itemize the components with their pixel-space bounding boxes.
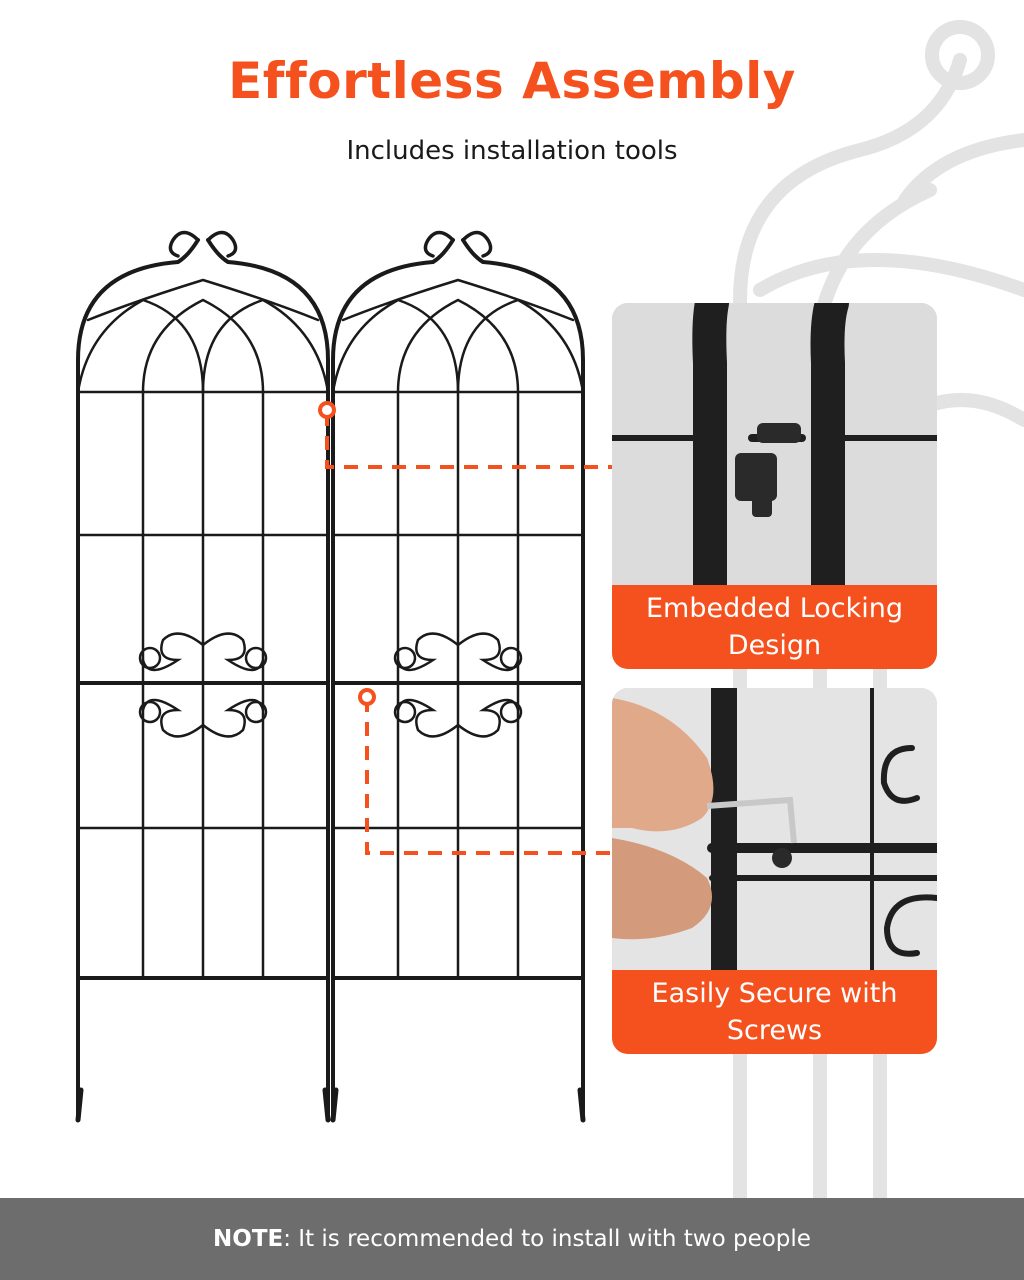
note-label: NOTE [213,1226,284,1252]
caption-locking-text: Embedded Locking Design [645,593,904,661]
caption-screws: Easily Secure with Screws [612,970,937,1054]
feature-card-locking: Embedded Locking Design [612,303,937,669]
caption-screws-text: Easily Secure with Screws [651,978,898,1046]
note-banner: NOTE: It is recommended to install with … [0,1198,1024,1280]
screws-closeup-photo [612,688,937,970]
page-subtitle: Includes installation tools [346,136,678,166]
feature-card-screws: Easily Secure with Screws [612,688,937,1054]
caption-locking: Embedded Locking Design [612,585,937,669]
locking-closeup-photo [612,303,937,585]
page-title: Effortless Assembly [228,52,796,110]
note-text: : It is recommended to install with two … [283,1226,811,1252]
